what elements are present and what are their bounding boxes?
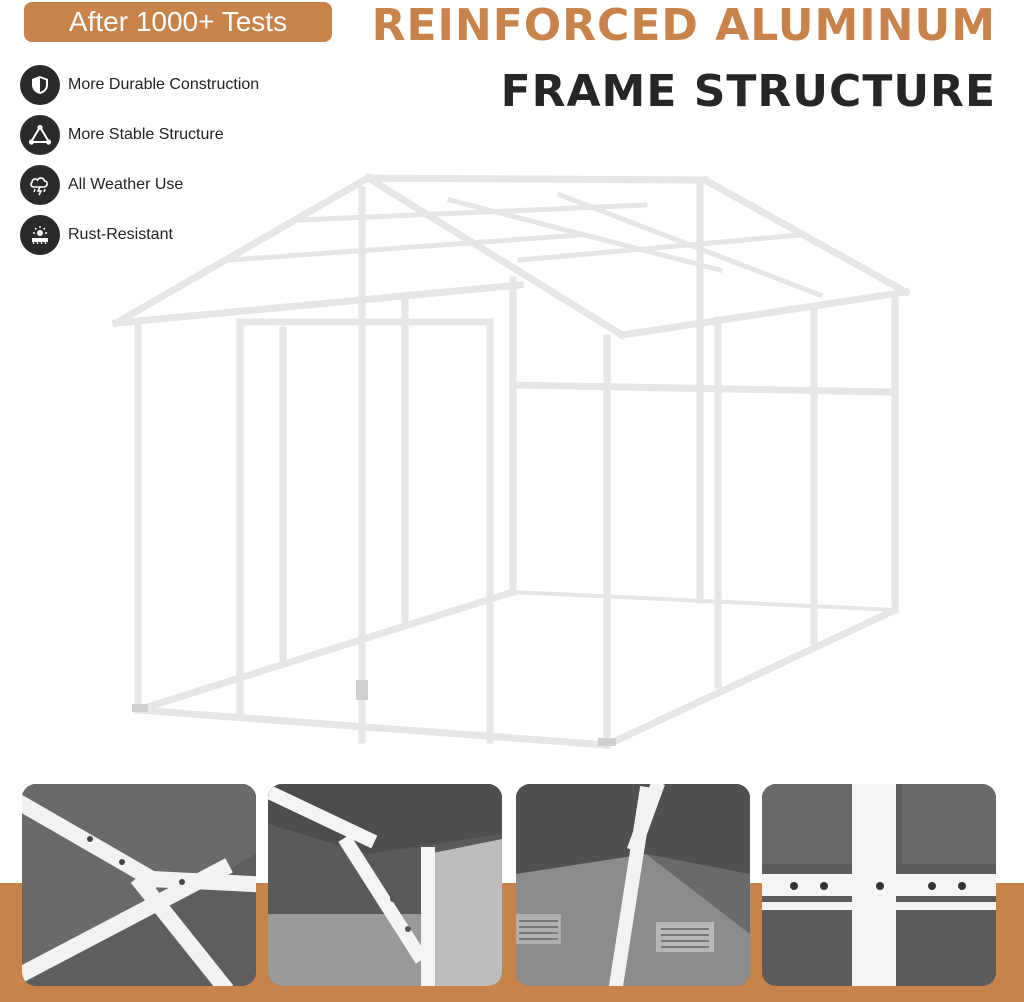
feature-label: All Weather Use	[68, 176, 184, 193]
eave-left	[112, 281, 524, 327]
feature-list: More Durable Construction More Stable St…	[20, 60, 259, 260]
weather-cloud-icon	[20, 165, 60, 205]
greenhouse-frame-illustration	[111, 173, 911, 750]
front-right-roof-slope	[363, 173, 627, 340]
ridge-beam	[364, 174, 709, 184]
feature-label: Rust-Resistant	[68, 226, 173, 243]
roof-truss-detail	[22, 784, 256, 986]
left-base-rail	[133, 587, 518, 715]
back-base-rail	[510, 589, 898, 613]
right-base-rail	[602, 605, 900, 750]
back-right-roof-slope	[700, 175, 911, 297]
feature-durable: More Durable Construction	[20, 60, 259, 110]
front-base-rail	[134, 706, 611, 749]
gable-vent-detail	[516, 784, 750, 986]
feature-label: More Durable Construction	[68, 76, 260, 93]
headline-line-1: REINFORCED ALUMINUM	[371, 0, 996, 51]
joint-connector-detail	[762, 784, 996, 986]
eave-right	[618, 288, 910, 339]
corner-bracket-detail	[268, 784, 502, 986]
triangle-structure-icon	[20, 115, 60, 155]
rust-resistant-icon	[20, 215, 60, 255]
feature-stable: More Stable Structure	[20, 110, 259, 160]
feature-rust: Rust-Resistant	[20, 210, 259, 260]
tests-badge: After 1000+ Tests	[24, 2, 332, 42]
feature-weather: All Weather Use	[20, 160, 259, 210]
front-left-roof-slope	[111, 173, 373, 328]
headline-line-2: FRAME STRUCTURE	[500, 66, 996, 117]
feature-label: More Stable Structure	[68, 126, 224, 143]
shield-icon	[20, 65, 60, 105]
